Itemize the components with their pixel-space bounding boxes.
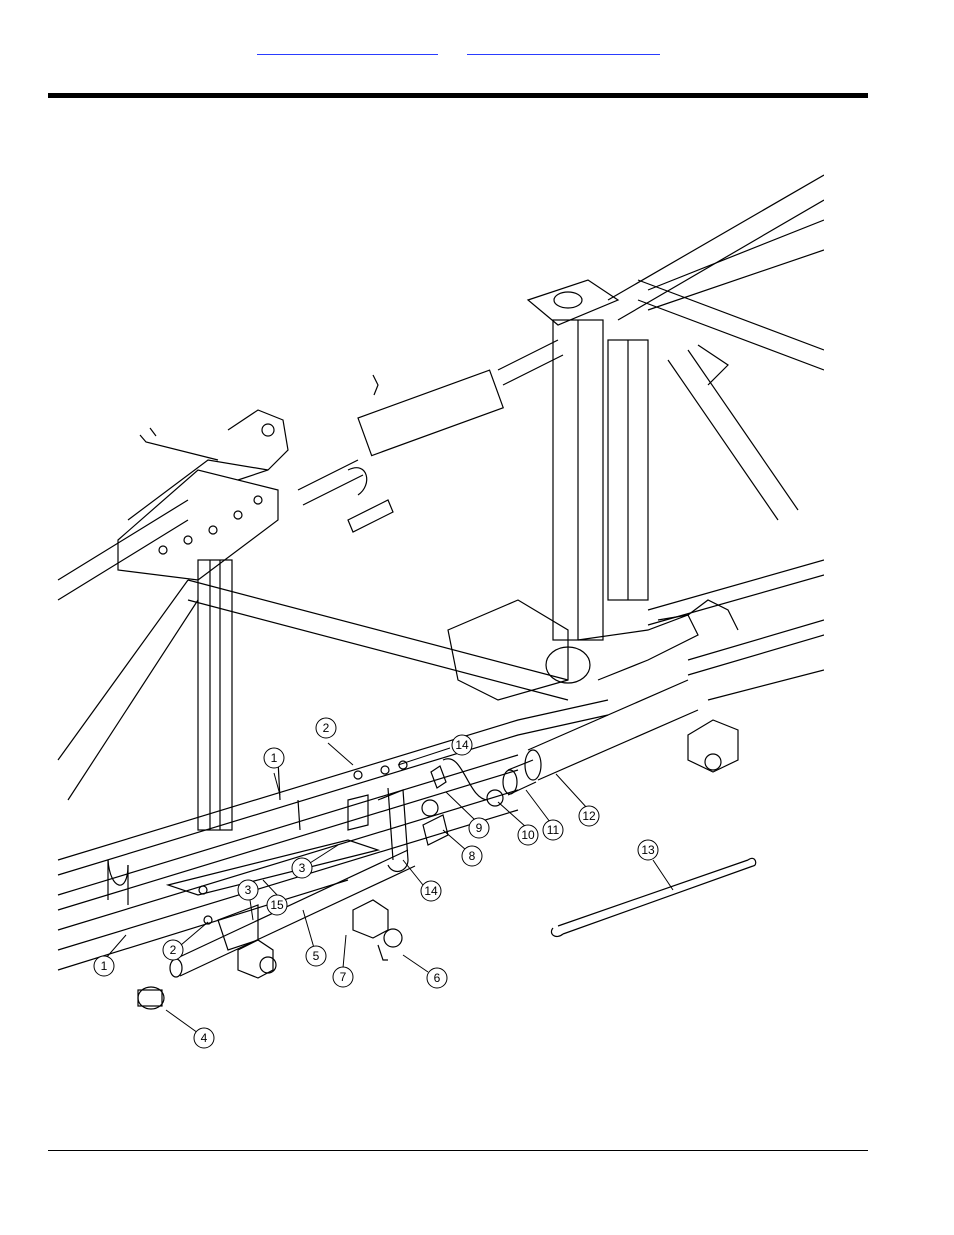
header-rule — [48, 93, 868, 98]
callout-12: 12 — [582, 809, 596, 823]
footer-rule — [48, 1150, 868, 1151]
callout-4: 4 — [201, 1031, 208, 1045]
callout-3-upper: 3 — [299, 861, 306, 875]
callout-2-lower: 2 — [170, 943, 177, 957]
callouts — [94, 718, 673, 1048]
callout-10: 10 — [521, 828, 535, 842]
callout-11: 11 — [547, 823, 560, 837]
callout-9: 9 — [476, 821, 483, 835]
callout-6: 6 — [434, 971, 441, 985]
callout-8: 8 — [469, 849, 476, 863]
diagram-linework — [58, 175, 824, 1009]
callout-7: 7 — [340, 970, 347, 984]
callout-13: 13 — [641, 843, 655, 857]
callout-5: 5 — [313, 949, 320, 963]
callout-14-lower: 14 — [424, 884, 438, 898]
callout-3-lower: 3 — [245, 883, 252, 897]
callout-2-upper: 2 — [323, 721, 330, 735]
callout-1-upper: 1 — [271, 751, 278, 765]
header-link-1[interactable] — [257, 40, 438, 55]
callout-1-lower: 1 — [101, 959, 108, 973]
callout-14-upper: 14 — [455, 738, 469, 752]
callout-15: 15 — [270, 898, 284, 912]
parts-diagram: 1 2 14 9 10 11 12 13 3 8 14 15 3 2 5 1 7… — [48, 160, 824, 1060]
header-link-2[interactable] — [467, 40, 660, 55]
